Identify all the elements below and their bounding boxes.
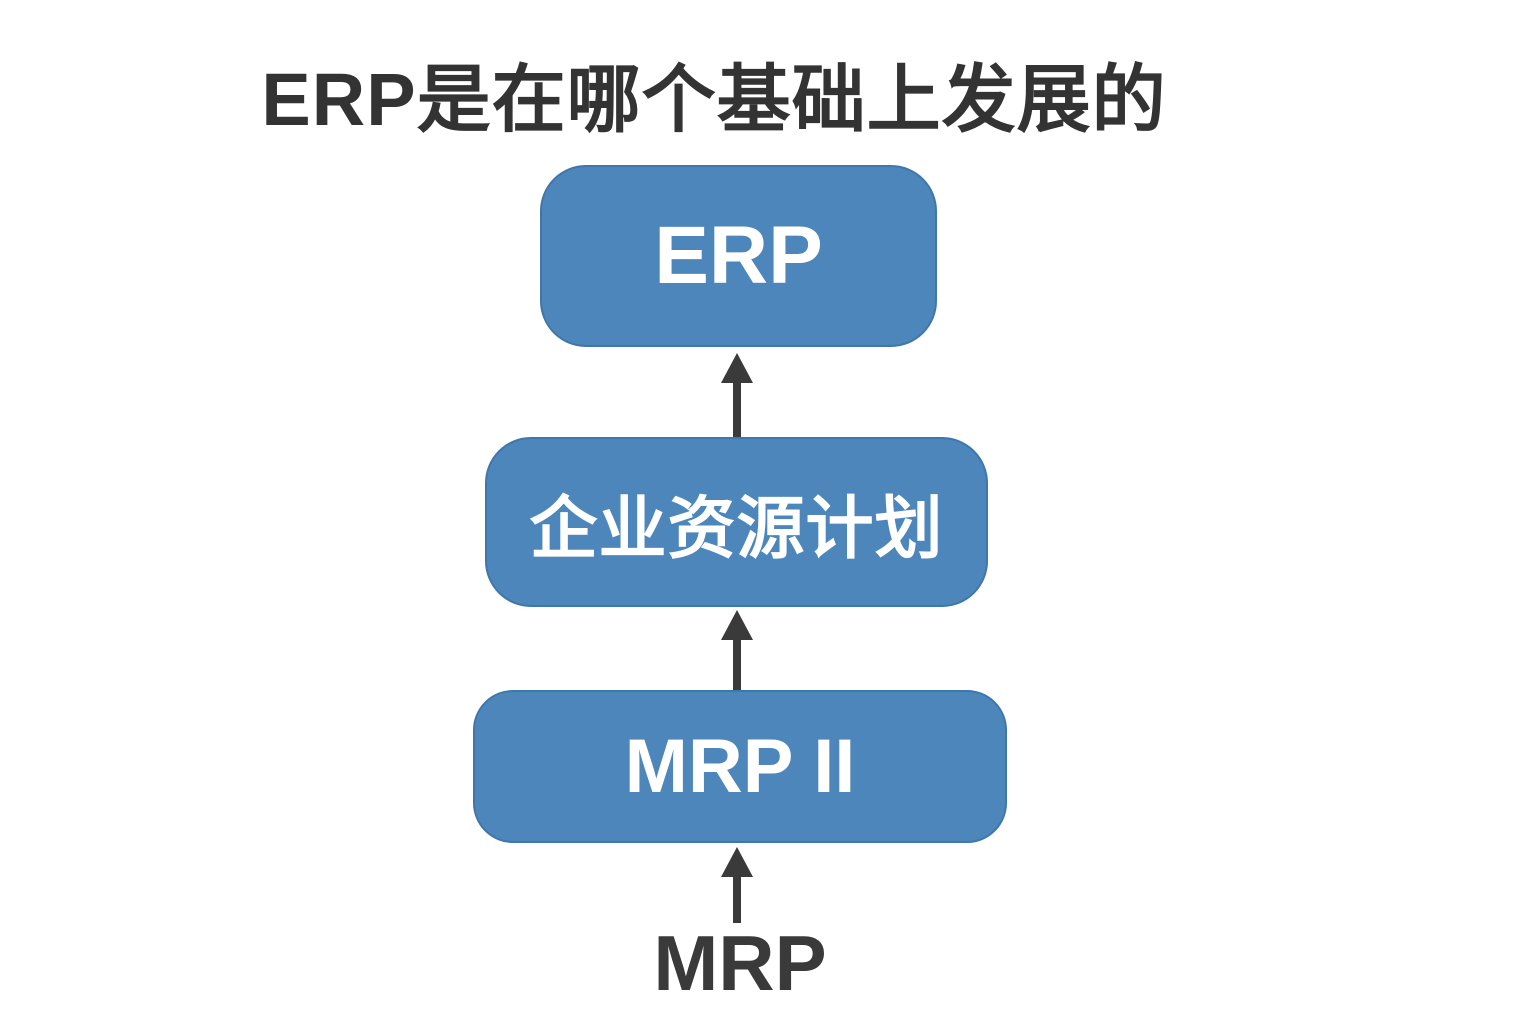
diagram-title: ERP是在哪个基础上发展的 <box>261 58 1167 141</box>
node-erp-label: ERP <box>654 210 823 301</box>
arrow-up-icon <box>721 847 753 923</box>
node-enterprise-resource-planning-label: 企业资源计划 <box>529 490 944 567</box>
arrow-up-icon <box>721 610 753 690</box>
node-enterprise-resource-planning: 企业资源计划 <box>485 437 988 607</box>
node-mrp2: MRP II <box>473 690 1007 843</box>
arrow-up-icon <box>721 353 753 437</box>
node-mrp2-label: MRP II <box>624 724 856 809</box>
node-erp: ERP <box>540 165 937 347</box>
node-mrp-label: MRP <box>653 919 827 1007</box>
